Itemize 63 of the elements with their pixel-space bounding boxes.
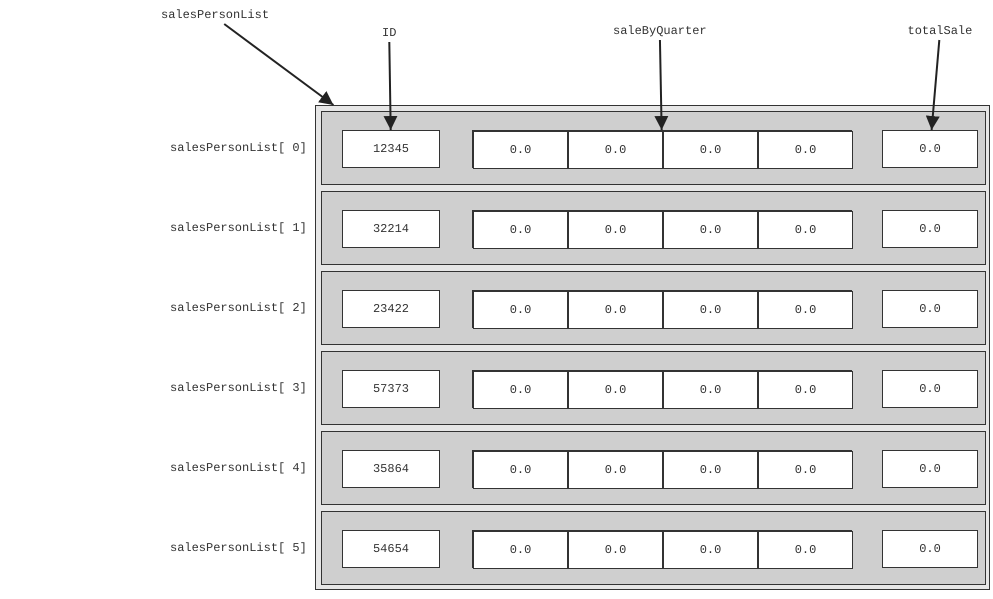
value-cell: 0.0 (758, 531, 853, 569)
row-box (321, 351, 986, 425)
row-label: salesPersonList[ 4] (170, 461, 307, 475)
value-cell: 0.0 (473, 291, 568, 329)
value-cell: 0.0 (882, 450, 978, 488)
arrow (654, 40, 668, 130)
field-label: saleByQuarter (613, 24, 707, 38)
row-label: salesPersonList[ 5] (170, 541, 307, 555)
value-cell: 0.0 (663, 131, 758, 169)
value-cell: 0.0 (568, 131, 663, 169)
field-label: ID (382, 26, 396, 40)
value-cell: 23422 (342, 290, 440, 328)
value-cell: 0.0 (882, 130, 978, 168)
value-cell: 0.0 (758, 291, 853, 329)
value-cell: 0.0 (882, 370, 978, 408)
quarter-array-box (472, 450, 852, 488)
value-cell: 0.0 (882, 530, 978, 568)
value-cell: 0.0 (568, 211, 663, 249)
value-cell: 0.0 (663, 211, 758, 249)
field-label: salesPersonList (161, 8, 270, 22)
arrow (926, 40, 940, 130)
value-cell: 32214 (342, 210, 440, 248)
field-label: totalSale (908, 24, 972, 38)
value-cell: 0.0 (882, 290, 978, 328)
row-box (321, 191, 986, 265)
value-cell: 0.0 (758, 131, 853, 169)
value-cell: 0.0 (473, 531, 568, 569)
value-cell: 35864 (342, 450, 440, 488)
value-cell: 0.0 (663, 531, 758, 569)
value-cell: 0.0 (473, 451, 568, 489)
value-cell: 57373 (342, 370, 440, 408)
value-cell: 0.0 (758, 451, 853, 489)
quarter-array-box (472, 370, 852, 408)
value-cell: 0.0 (473, 131, 568, 169)
row-box (321, 271, 986, 345)
value-cell: 0.0 (568, 451, 663, 489)
row-box (321, 431, 986, 505)
quarter-array-box (472, 130, 852, 168)
value-cell: 0.0 (758, 211, 853, 249)
value-cell: 0.0 (663, 451, 758, 489)
value-cell: 0.0 (568, 371, 663, 409)
value-cell: 12345 (342, 130, 440, 168)
value-cell: 0.0 (882, 210, 978, 248)
row-label: salesPersonList[ 2] (170, 301, 307, 315)
row-label: salesPersonList[ 0] (170, 141, 307, 155)
value-cell: 0.0 (568, 291, 663, 329)
value-cell: 0.0 (663, 291, 758, 329)
row-label: salesPersonList[ 3] (170, 381, 307, 395)
quarter-array-box (472, 530, 852, 568)
value-cell: 54654 (342, 530, 440, 568)
value-cell: 0.0 (663, 371, 758, 409)
arrow (224, 23, 334, 106)
value-cell: 0.0 (473, 211, 568, 249)
value-cell: 0.0 (473, 371, 568, 409)
row-label: salesPersonList[ 1] (170, 221, 307, 235)
array-box (315, 105, 990, 590)
arrow (383, 42, 398, 130)
row-box (321, 111, 986, 185)
quarter-array-box (472, 210, 852, 248)
value-cell: 0.0 (568, 531, 663, 569)
value-cell: 0.0 (758, 371, 853, 409)
quarter-array-box (472, 290, 852, 328)
row-box (321, 511, 986, 585)
